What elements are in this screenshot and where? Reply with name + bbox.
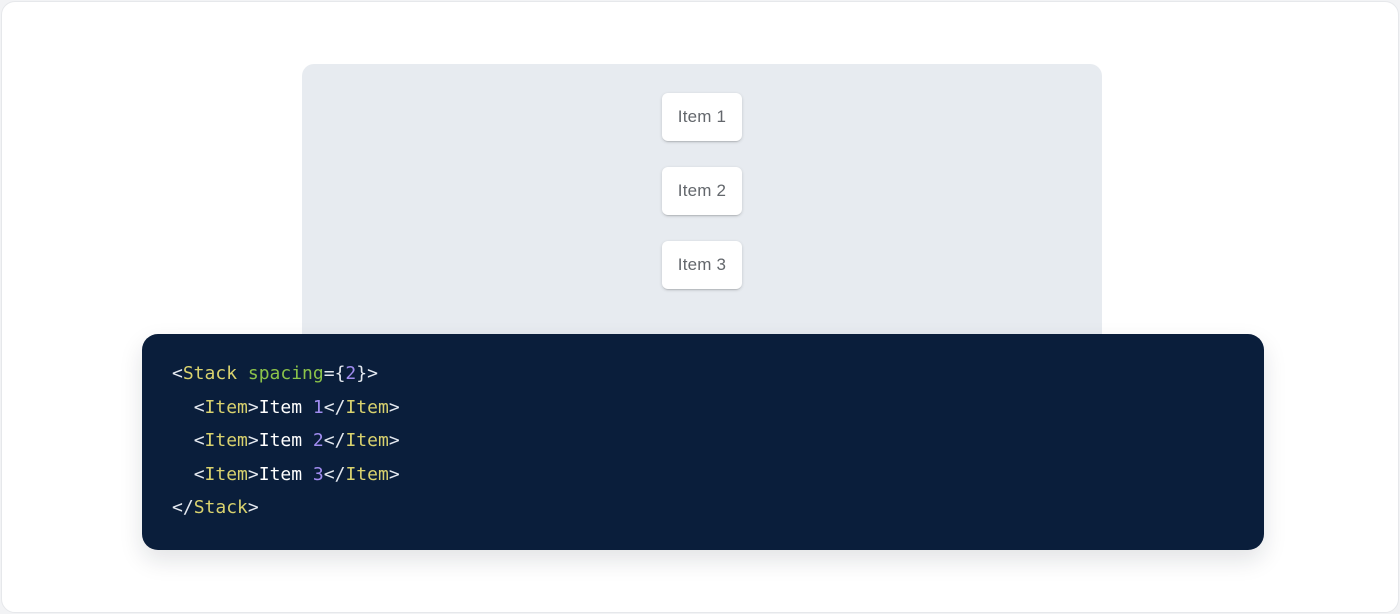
item-card: Item 2 (662, 167, 742, 215)
code-line: <Item>Item 3</Item> (172, 458, 1234, 492)
item-label: Item 3 (678, 255, 726, 275)
code-token-punct: { (335, 363, 346, 384)
code-lines: <Stack spacing={2}> <Item>Item 1</Item> … (172, 357, 1234, 525)
code-token-num: 2 (345, 363, 356, 384)
code-token-num: 1 (313, 397, 324, 418)
code-token-punct: < (194, 397, 205, 418)
code-line: </Stack> (172, 491, 1234, 525)
code-token-punct: </ (172, 497, 194, 518)
code-block: <Stack spacing={2}> <Item>Item 1</Item> … (142, 334, 1264, 550)
code-token-plain: Item (259, 464, 313, 485)
code-token-punct: > (248, 397, 259, 418)
item-label: Item 1 (678, 107, 726, 127)
code-token-punct: } (356, 363, 367, 384)
code-token-punct: </ (324, 430, 346, 451)
item-card: Item 1 (662, 93, 742, 141)
code-token-attr: spacing (248, 363, 324, 384)
code-token-tag: Stack (183, 363, 237, 384)
code-token-punct: > (389, 430, 400, 451)
code-token-plain (237, 363, 248, 384)
item-card: Item 3 (662, 241, 742, 289)
code-token-tag: Item (205, 464, 248, 485)
code-token-num: 2 (313, 430, 324, 451)
code-token-punct: < (194, 464, 205, 485)
code-token-punct: < (194, 430, 205, 451)
code-token-tag: Item (345, 430, 388, 451)
code-token-plain (172, 464, 194, 485)
code-token-punct: < (172, 363, 183, 384)
code-line: <Stack spacing={2}> (172, 357, 1234, 391)
code-token-punct: > (367, 363, 378, 384)
code-token-punct: > (389, 464, 400, 485)
code-token-plain: Item (259, 430, 313, 451)
code-token-tag: Item (345, 464, 388, 485)
item-label: Item 2 (678, 181, 726, 201)
code-token-punct: </ (324, 464, 346, 485)
code-line: <Item>Item 1</Item> (172, 391, 1234, 425)
stack-demo-panel: Item 1 Item 2 Item 3 (302, 64, 1102, 362)
code-token-punct: = (324, 363, 335, 384)
code-token-punct: </ (324, 397, 346, 418)
code-token-tag: Item (205, 430, 248, 451)
code-token-tag: Item (205, 397, 248, 418)
code-token-plain (172, 397, 194, 418)
code-token-punct: > (389, 397, 400, 418)
code-token-plain (172, 430, 194, 451)
code-token-tag: Item (345, 397, 388, 418)
code-token-plain: Item (259, 397, 313, 418)
code-token-punct: > (248, 464, 259, 485)
code-token-tag: Stack (194, 497, 248, 518)
code-token-punct: > (248, 497, 259, 518)
code-token-num: 3 (313, 464, 324, 485)
code-token-punct: > (248, 430, 259, 451)
code-line: <Item>Item 2</Item> (172, 424, 1234, 458)
